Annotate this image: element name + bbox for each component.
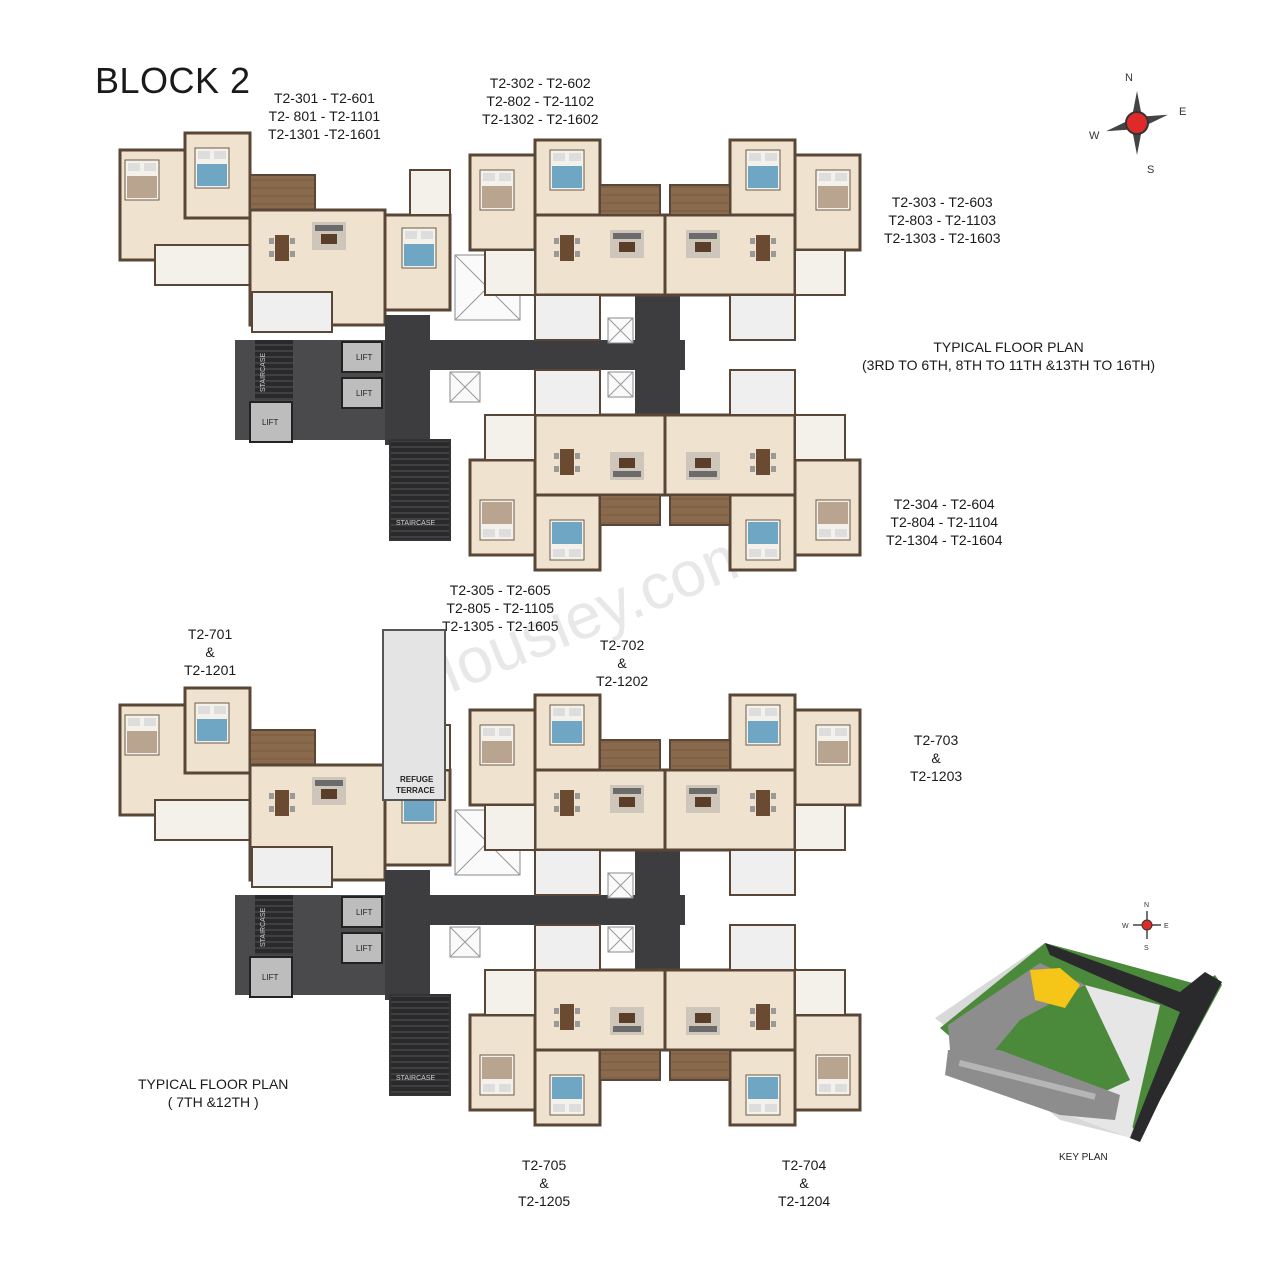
svg-text:E: E — [1164, 923, 1169, 930]
svg-text:LIFT: LIFT — [262, 418, 279, 427]
lower-floor-plan: LIFT LIFT LIFT STAIRCASE STAIRCASE REFUGE TERR… — [118, 629, 862, 1127]
block-title: BLOCK 2 — [95, 60, 251, 101]
unit-label-702: T2-702 & T2-1202 — [596, 637, 649, 689]
unit-label-703: T2-703 & T2-1203 — [910, 732, 963, 784]
svg-text:LIFT: LIFT — [356, 944, 373, 953]
svg-text:STAIRCASE: STAIRCASE — [396, 1075, 435, 1082]
key-plan-map — [935, 943, 1222, 1142]
svg-text:LIFT: LIFT — [262, 973, 279, 982]
key-plan-label: KEY PLAN — [1059, 1152, 1108, 1163]
compass-e: E — [1179, 106, 1186, 118]
compass-s: S — [1147, 164, 1154, 176]
upper-floor-plan: LIFT LIFT LIFT STAIRCASE STAIRCASE — [118, 131, 862, 572]
svg-text:TERRACE: TERRACE — [396, 786, 435, 795]
unit-label-705: T2-705 & T2-1205 — [518, 1157, 571, 1209]
svg-text:N: N — [1144, 902, 1149, 909]
compass-main: N E S W — [1089, 72, 1186, 176]
compass-small: N E S W — [1122, 902, 1169, 952]
unit-label-305: T2-305 - T2-605 T2-805 - T2-1105 T2-1305… — [442, 582, 559, 634]
svg-text:STAIRCASE: STAIRCASE — [396, 520, 435, 527]
svg-text:STAIRCASE: STAIRCASE — [260, 353, 267, 392]
svg-text:S: S — [1144, 945, 1149, 952]
unit-label-302: T2-302 - T2-602 T2-802 - T2-1102 T2-1302… — [482, 75, 599, 127]
svg-text:LIFT: LIFT — [356, 353, 373, 362]
unit-label-704: T2-704 & T2-1204 — [778, 1157, 831, 1209]
upper-plan-heading: TYPICAL FLOOR PLAN (3RD TO 6TH, 8TH TO 1… — [862, 339, 1156, 373]
svg-text:W: W — [1122, 923, 1129, 930]
svg-text:LIFT: LIFT — [356, 908, 373, 917]
lower-plan-heading: TYPICAL FLOOR PLAN ( 7TH &12TH ) — [138, 1076, 289, 1110]
refuge-terrace-label: REFUGE — [400, 775, 434, 784]
unit-label-701: T2-701 & T2-1201 — [184, 626, 237, 678]
compass-w: W — [1089, 130, 1100, 142]
unit-label-303: T2-303 - T2-603 T2-803 - T2-1103 T2-1303… — [884, 194, 1001, 246]
svg-text:LIFT: LIFT — [356, 389, 373, 398]
unit-label-304: T2-304 - T2-604 T2-804 - T2-1104 T2-1304… — [886, 496, 1003, 548]
svg-text:STAIRCASE: STAIRCASE — [260, 908, 267, 947]
unit-label-301: T2-301 - T2-601 T2- 801 - T2-1101 T2-130… — [268, 90, 381, 142]
compass-n: N — [1125, 72, 1133, 84]
